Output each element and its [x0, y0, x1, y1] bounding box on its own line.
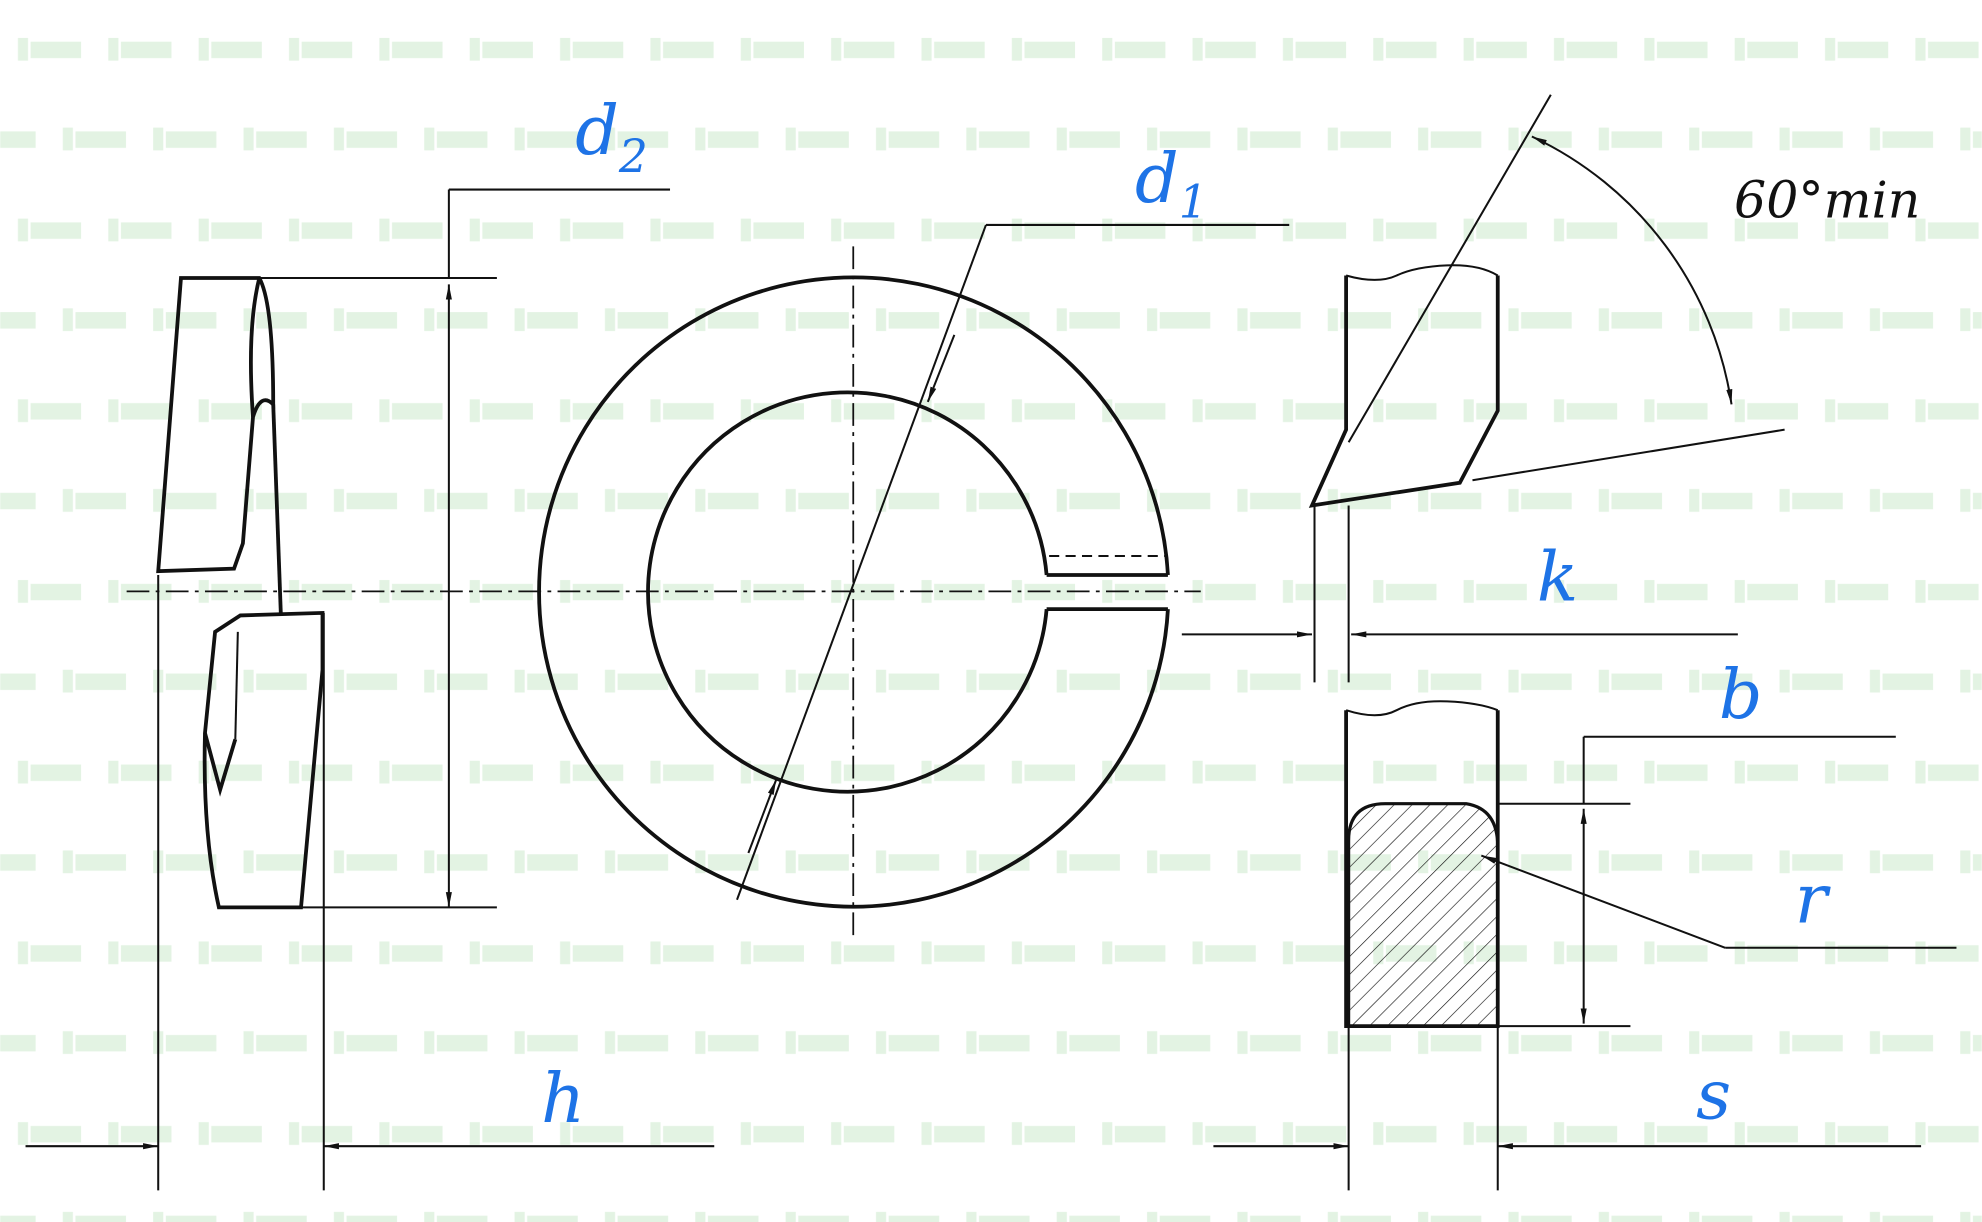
- r-dimension: [1480, 854, 1957, 949]
- side-view: [156, 276, 325, 910]
- d2-dimension: [259, 188, 671, 909]
- label-s: s: [1696, 1056, 1731, 1135]
- label-k: k: [1537, 538, 1578, 617]
- section-detail: [1344, 700, 1500, 1191]
- label-d2: d2: [575, 92, 648, 183]
- tip-detail: [1308, 94, 1785, 683]
- d1-dimension: [736, 223, 1290, 901]
- front-view: [126, 246, 1201, 942]
- label-d1: d1: [1135, 140, 1208, 228]
- label-angle: 60°min: [1734, 170, 1920, 229]
- h-dimension: [25, 574, 715, 1191]
- label-h: h: [541, 1060, 585, 1139]
- label-b: b: [1719, 656, 1763, 735]
- label-r: r: [1795, 861, 1831, 940]
- b-dimension: [1497, 735, 1896, 1028]
